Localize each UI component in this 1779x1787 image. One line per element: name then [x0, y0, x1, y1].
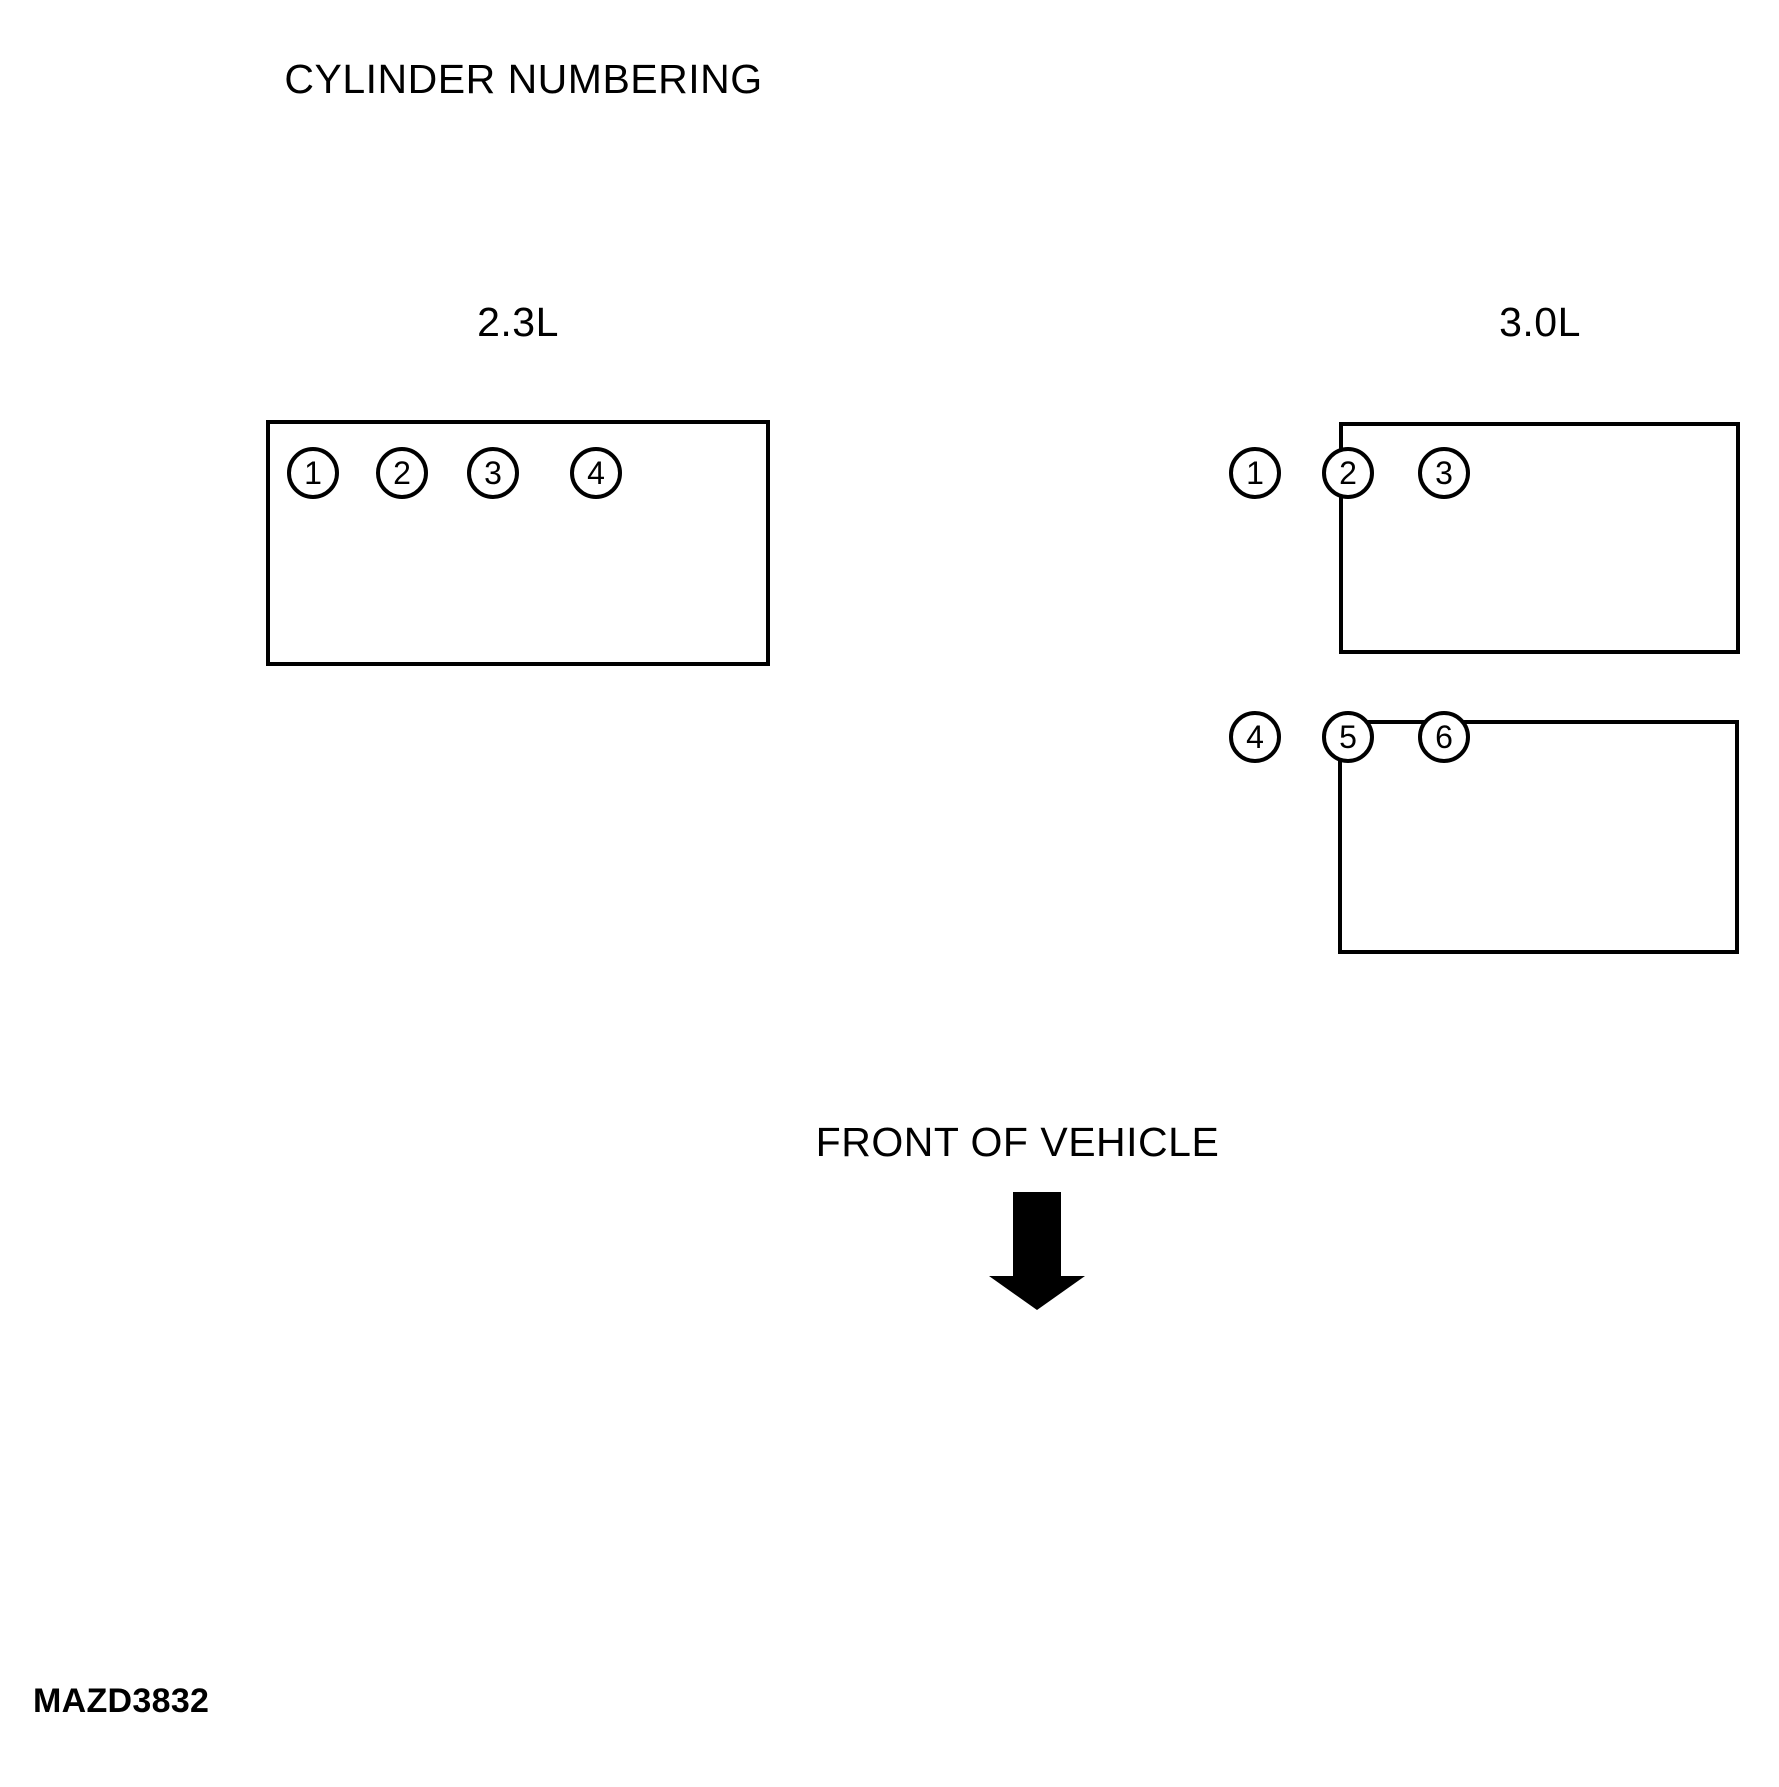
cylinder-marker-2: 2 [1322, 447, 1374, 499]
cylinder-marker-3: 3 [467, 447, 519, 499]
page-title: CYLINDER NUMBERING [284, 56, 763, 102]
cylinder-marker-5: 5 [1322, 711, 1374, 763]
cylinder-marker-6: 6 [1418, 711, 1470, 763]
front-of-vehicle-label: FRONT OF VEHICLE [815, 1119, 1220, 1165]
engine-block-3-0l-bank-1 [1339, 422, 1740, 654]
cylinder-marker-3: 3 [1418, 447, 1470, 499]
down-arrow-icon [989, 1192, 1085, 1310]
cylinder-marker-2: 2 [376, 447, 428, 499]
engine-block-3-0l-bank-2 [1338, 720, 1739, 954]
cylinder-marker-4: 4 [1229, 711, 1281, 763]
cylinder-marker-1: 1 [287, 447, 339, 499]
cylinder-marker-1: 1 [1229, 447, 1281, 499]
engine-label-2-3l: 2.3L [477, 299, 559, 345]
cylinder-marker-4: 4 [570, 447, 622, 499]
engine-label-3-0l: 3.0L [1499, 299, 1581, 345]
drawing-code: MAZD3832 [33, 1682, 210, 1720]
engine-block-2-3l [266, 420, 770, 666]
